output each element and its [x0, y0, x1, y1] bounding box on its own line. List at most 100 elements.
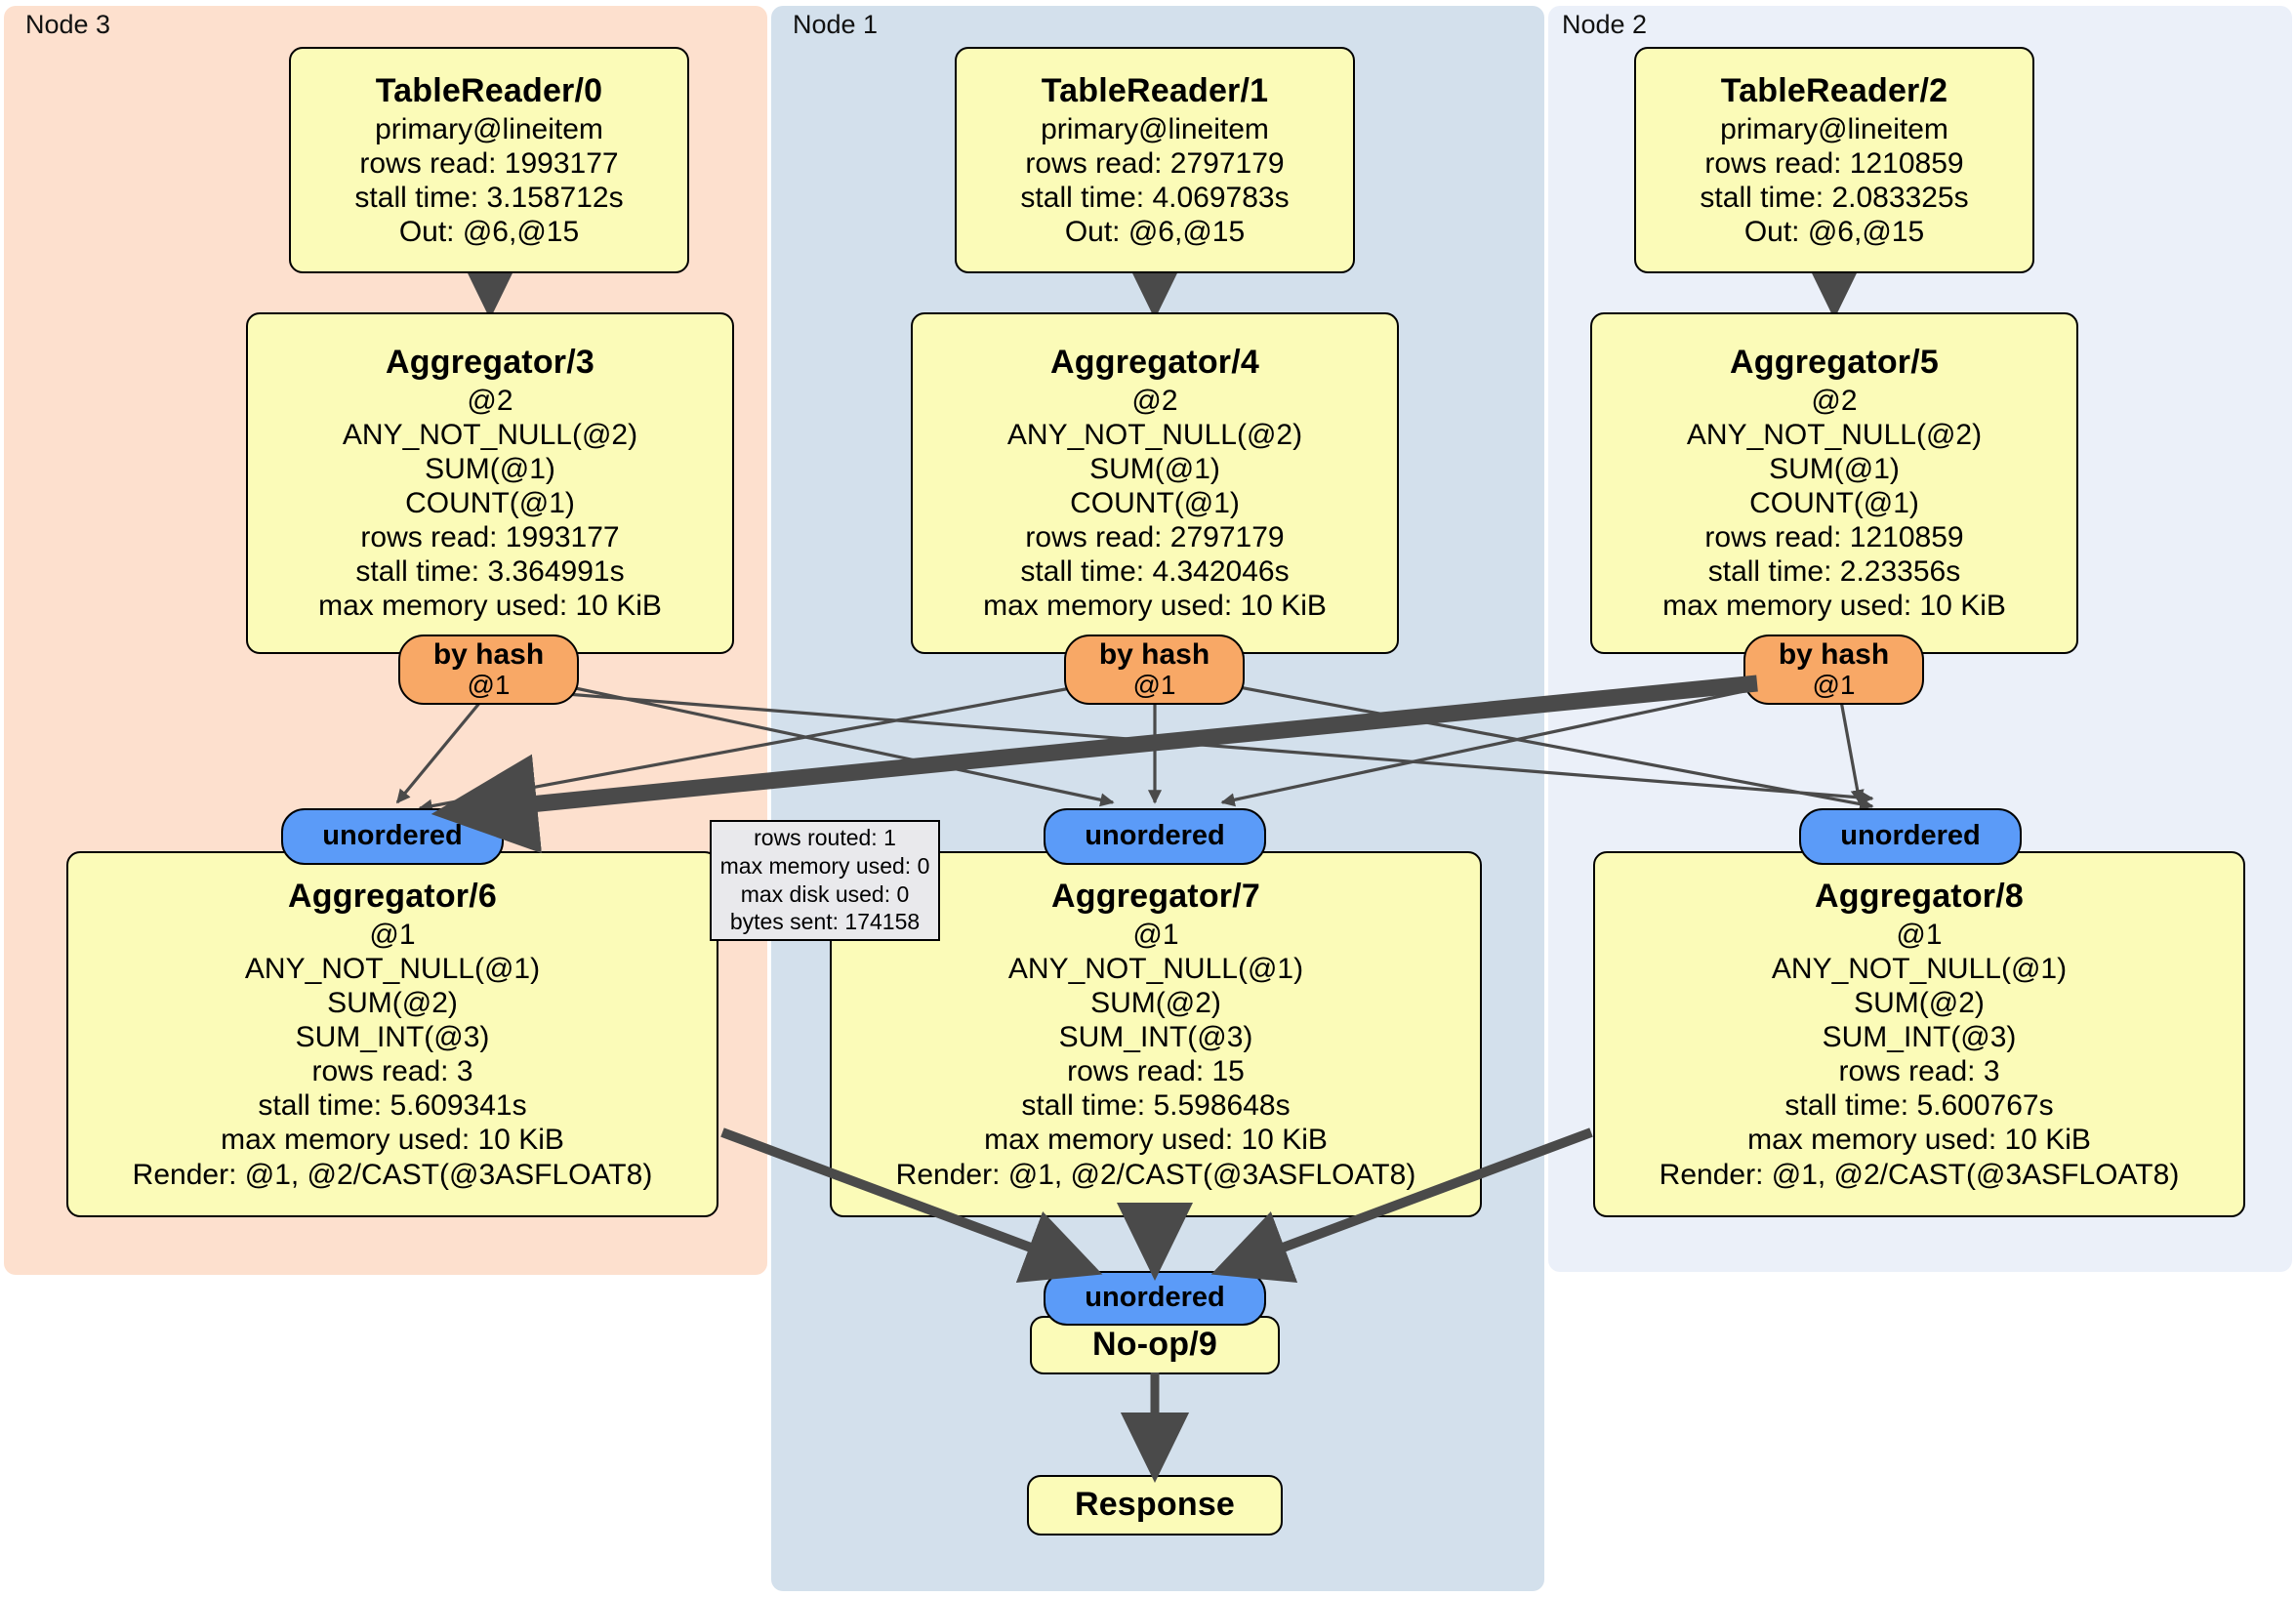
- tooltip-line: max disk used: 0: [740, 880, 910, 907]
- node-line: rows read: 3: [311, 1055, 473, 1088]
- node-line: @2: [1811, 384, 1858, 417]
- node-line: ANY_NOT_NULL(@1): [244, 952, 541, 985]
- node-line: primary@lineitem: [375, 112, 603, 145]
- node-line: ANY_NOT_NULL(@1): [1771, 952, 2068, 985]
- node-title: No-op/9: [1092, 1326, 1217, 1364]
- node-aggregator-4[interactable]: Aggregator/4 @2 ANY_NOT_NULL(@2) SUM(@1)…: [911, 312, 1399, 654]
- node-line: max memory used: 10 KiB: [1662, 590, 2006, 623]
- router-unordered-7[interactable]: unordered: [1044, 808, 1266, 865]
- node-tablereader-1[interactable]: TableReader/1 primary@lineitem rows read…: [955, 47, 1355, 273]
- node-title: Aggregator/3: [386, 344, 594, 382]
- node-line: primary@lineitem: [1720, 112, 1948, 145]
- node-aggregator-6[interactable]: Aggregator/6 @1 ANY_NOT_NULL(@1) SUM(@2)…: [66, 851, 718, 1217]
- node-line: COUNT(@1): [405, 487, 575, 520]
- node-line: stall time: 2.083325s: [1700, 181, 1969, 214]
- router-by-hash-5[interactable]: by hash @1: [1743, 635, 1924, 705]
- node-line: stall time: 5.598648s: [1021, 1089, 1291, 1123]
- node-line: stall time: 3.158712s: [354, 181, 624, 214]
- node-title: TableReader/2: [1720, 72, 1948, 110]
- router-kind-label: by hash: [432, 638, 545, 672]
- router-unordered-9[interactable]: unordered: [1044, 1271, 1266, 1326]
- node-title: Response: [1074, 1486, 1236, 1524]
- node-line: @2: [1131, 384, 1178, 417]
- node-title: TableReader/0: [375, 72, 603, 110]
- node-response[interactable]: Response: [1027, 1475, 1283, 1536]
- cluster-label-node1: Node 1: [793, 10, 879, 39]
- node-line: SUM_INT(@3): [1822, 1021, 2017, 1054]
- router-kind-label: by hash: [1098, 638, 1210, 672]
- node-line: SUM(@2): [1090, 987, 1221, 1020]
- node-line: rows read: 2797179: [1025, 146, 1285, 180]
- node-line: @1: [1132, 918, 1179, 951]
- node-line: stall time: 2.23356s: [1707, 555, 1961, 589]
- node-line: COUNT(@1): [1070, 487, 1240, 520]
- node-line: stall time: 5.609341s: [258, 1089, 527, 1123]
- node-line: ANY_NOT_NULL(@2): [1686, 419, 1983, 451]
- router-unordered-8[interactable]: unordered: [1799, 808, 2022, 865]
- node-line: @1: [369, 918, 416, 951]
- node-title: TableReader/1: [1041, 72, 1269, 110]
- node-line: rows read: 1993177: [360, 521, 620, 554]
- node-aggregator-3[interactable]: Aggregator/3 @2 ANY_NOT_NULL(@2) SUM(@1)…: [246, 312, 734, 654]
- router-unordered-6[interactable]: unordered: [281, 808, 504, 865]
- node-line: max memory used: 10 KiB: [318, 590, 662, 623]
- node-line: stall time: 4.342046s: [1020, 555, 1290, 589]
- node-title: Aggregator/6: [288, 878, 497, 916]
- node-aggregator-5[interactable]: Aggregator/5 @2 ANY_NOT_NULL(@2) SUM(@1)…: [1590, 312, 2078, 654]
- node-line: Render: @1, @2/CAST(@3ASFLOAT8): [1659, 1158, 2180, 1191]
- edge-stats-tooltip: rows routed: 1 max memory used: 0 max di…: [710, 820, 940, 941]
- cluster-label-node3: Node 3: [25, 10, 111, 39]
- node-line: ANY_NOT_NULL(@1): [1007, 952, 1304, 985]
- node-line: max memory used: 10 KiB: [983, 590, 1327, 623]
- node-line: ANY_NOT_NULL(@2): [342, 419, 638, 451]
- node-line: stall time: 4.069783s: [1020, 181, 1290, 214]
- node-line: rows read: 15: [1067, 1055, 1245, 1088]
- node-line: COUNT(@1): [1749, 487, 1919, 520]
- node-line: SUM_INT(@3): [1058, 1021, 1253, 1054]
- node-line: Render: @1, @2/CAST(@3ASFLOAT8): [132, 1158, 653, 1191]
- router-kind-label: unordered: [1085, 1282, 1225, 1314]
- node-tablereader-0[interactable]: TableReader/0 primary@lineitem rows read…: [289, 47, 689, 273]
- node-line: max memory used: 10 KiB: [1747, 1124, 2091, 1157]
- node-line: SUM(@2): [327, 987, 458, 1020]
- node-line: Out: @6,@15: [398, 215, 580, 248]
- node-line: max memory used: 10 KiB: [984, 1124, 1328, 1157]
- node-title: Aggregator/5: [1730, 344, 1939, 382]
- node-line: SUM(@1): [425, 453, 555, 486]
- cluster-label-node2: Node 2: [1562, 10, 1648, 39]
- node-aggregator-8[interactable]: Aggregator/8 @1 ANY_NOT_NULL(@1) SUM(@2)…: [1593, 851, 2245, 1217]
- router-kind-label: unordered: [1840, 820, 1981, 852]
- router-column-label: @1: [467, 670, 511, 701]
- node-line: stall time: 3.364991s: [355, 555, 625, 589]
- router-kind-label: unordered: [322, 820, 463, 852]
- router-column-label: @1: [1132, 670, 1176, 701]
- router-kind-label: by hash: [1778, 638, 1890, 672]
- node-line: SUM(@1): [1769, 453, 1900, 486]
- node-line: primary@lineitem: [1041, 112, 1269, 145]
- node-line: SUM_INT(@3): [295, 1021, 490, 1054]
- node-line: rows read: 1210859: [1704, 146, 1964, 180]
- router-by-hash-3[interactable]: by hash @1: [398, 635, 579, 705]
- node-line: Out: @6,@15: [1064, 215, 1246, 248]
- node-line: ANY_NOT_NULL(@2): [1006, 419, 1303, 451]
- node-line: Render: @1, @2/CAST(@3ASFLOAT8): [895, 1158, 1416, 1191]
- node-line: rows read: 1993177: [359, 146, 619, 180]
- tooltip-line: bytes sent: 174158: [729, 909, 921, 935]
- node-line: @1: [1896, 918, 1943, 951]
- node-title: Aggregator/7: [1051, 878, 1260, 916]
- router-by-hash-4[interactable]: by hash @1: [1064, 635, 1245, 705]
- node-line: SUM(@1): [1089, 453, 1220, 486]
- tooltip-line: max memory used: 0: [719, 852, 930, 879]
- router-kind-label: unordered: [1085, 820, 1225, 852]
- node-line: rows read: 2797179: [1025, 521, 1285, 554]
- node-line: rows read: 3: [1838, 1055, 2000, 1088]
- node-title: Aggregator/4: [1050, 344, 1259, 382]
- node-line: Out: @6,@15: [1743, 215, 1925, 248]
- node-title: Aggregator/8: [1815, 878, 2024, 916]
- router-column-label: @1: [1812, 670, 1856, 701]
- node-line: max memory used: 10 KiB: [221, 1124, 564, 1157]
- node-line: rows read: 1210859: [1704, 521, 1964, 554]
- node-tablereader-2[interactable]: TableReader/2 primary@lineitem rows read…: [1634, 47, 2034, 273]
- node-line: @2: [467, 384, 513, 417]
- tooltip-line: rows routed: 1: [754, 825, 896, 851]
